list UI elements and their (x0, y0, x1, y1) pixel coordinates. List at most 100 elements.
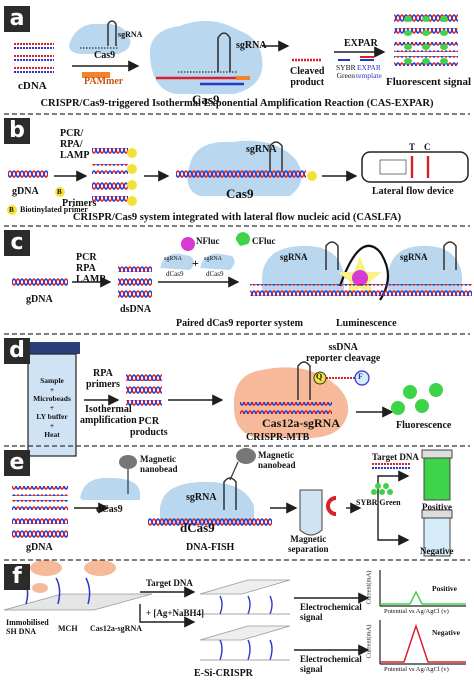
c-sgrna-right-label: sgRNA (204, 256, 223, 262)
e-sgrna-label: sgRNA (186, 492, 217, 503)
c-paired-label: Paired dCas9 reporter system (176, 318, 303, 329)
c-gdna-label: gDNA (26, 294, 53, 305)
positive-curve (380, 590, 466, 605)
d-isothermal-label: Isothermal amplification (80, 404, 137, 426)
panel-c (12, 232, 472, 301)
panel-e (12, 448, 453, 557)
e-nanobead-2-label: Magnetic nanobead (258, 450, 296, 470)
quencher-icon (313, 371, 327, 385)
a-sybr-green-label: SYBR Green (336, 63, 356, 80)
c-pcr-label: PCR RPA LAMP (76, 252, 106, 285)
a-sgrna-big-label: sgRNA (236, 40, 267, 51)
c-sgrna-left-label: sgRNA (164, 256, 183, 262)
arrow-f2 (139, 604, 196, 628)
panel-a (14, 14, 458, 94)
a-caption: CRISPR/Cas9-triggered Isothermal Exponen… (40, 98, 434, 109)
a-sgrna-small-label: sgRNA (118, 30, 143, 39)
a-pammer-label: PAMmer (84, 76, 124, 87)
cas9-small-shape (69, 23, 131, 54)
d-fluorescence-label: Fluorescence (396, 420, 452, 431)
fluorescent-dna-stack (394, 14, 458, 66)
nfluc-icon (181, 237, 195, 251)
cdna-strands-icon (14, 43, 54, 73)
d-pcr-products-label: PCR products (130, 416, 168, 438)
cas9-b-shape (187, 140, 302, 196)
c-dsdna-label: dsDNA (120, 304, 152, 315)
b-gdna-label: gDNA (12, 186, 39, 197)
e-magnetic-separation-label: Magnetic separation (288, 534, 329, 554)
b-sgrna-label: sgRNA (246, 144, 277, 155)
d-crispr-mtb-label: CRISPR-MTB (246, 432, 310, 443)
amplicons-b (92, 148, 137, 206)
panel-b (7, 140, 469, 215)
d-ssdna-label: ssDNA reporter cleavage (306, 342, 381, 364)
separation-tube (299, 489, 323, 536)
c-dcas9-right-label: dCas9 (206, 270, 224, 278)
panel-d (24, 342, 443, 457)
arrow-e-down (377, 508, 410, 546)
d-tube-text: Sample + Microbeads + LY buffer + Heat (33, 376, 71, 439)
c-luminescence-label: Luminescence (336, 318, 397, 329)
cas9-big-shape (149, 20, 263, 94)
d-f-label: F (358, 372, 363, 381)
electrode-surface-f (3, 593, 153, 611)
a-cleaved-product-label: Cleaved product (290, 66, 325, 88)
d-q-label: Q (316, 372, 323, 381)
dcas9-e-small (80, 477, 140, 500)
panel-letter-b: b (4, 118, 30, 144)
gdna-c-icon (12, 276, 68, 288)
e-gdna-label: gDNA (26, 542, 53, 553)
dcas9-e-big (159, 481, 254, 524)
f-electrochemical-1: Electrochemical signal (300, 602, 362, 622)
gdna-e-icon (12, 486, 68, 496)
dcas9-c-big-left (261, 245, 344, 292)
b-badge-primer: B (57, 188, 62, 196)
a-expar-template-label: EXPAR template (356, 63, 382, 80)
b-pcr-label: PCR/ RPA/ LAMP (60, 128, 90, 161)
electrode-top-f (199, 579, 291, 595)
positive-tube (423, 455, 451, 501)
cfluc-icon (235, 232, 250, 246)
panel-letter-c: c (4, 230, 30, 256)
f-current-top: Current(mA) (365, 570, 373, 605)
a-cas9-small-label: Cas9 (94, 50, 116, 61)
a-expar-label: EXPAR (344, 38, 378, 49)
dcas9-c-left (160, 253, 194, 270)
e-dcas9-small-label: dCas9 (96, 504, 123, 515)
d-rpa-primers-label: RPA primers (86, 368, 120, 390)
pammer-bar-icon (82, 72, 110, 78)
panel-letter-f: f (4, 564, 30, 590)
b-cas9-label: Cas9 (226, 186, 254, 201)
c-sgrna-big-right: sgRNA (400, 252, 428, 262)
negative-curve (380, 623, 466, 663)
b-caption: CRISPR/Cas9 system integrated with later… (72, 212, 402, 223)
f-cas12a-label: Cas12a-sgRNA (90, 624, 142, 633)
fluorophore-icon (354, 370, 370, 386)
f-positive-label: Positive (432, 584, 457, 593)
d-cas12a-label: Cas12a-sgRNA (262, 416, 340, 430)
dcas9-c-right (200, 253, 235, 270)
b-t-label: T (409, 142, 416, 152)
f-immobilised-label: Immobilised SH DNA (6, 618, 49, 636)
sample-tube-cap (24, 342, 80, 354)
sample-tube (27, 353, 77, 457)
f-potential-bottom: Potential vs Ag/AgCl (v) (384, 666, 449, 673)
f-esi-crispr-label: E-Si-CRISPR (194, 668, 253, 679)
f-target-dna-label: Target DNA (146, 578, 193, 588)
e-positive-label: Positive (422, 502, 452, 512)
arrow-e-up (377, 470, 410, 508)
c-sgrna-big-left: sgRNA (280, 252, 308, 262)
e-dna-fish-label: DNA-FISH (186, 542, 235, 553)
sgrna-big-hairpin (217, 32, 231, 72)
c-nfluc-label: NFluc (196, 236, 220, 246)
panel-f (3, 560, 466, 665)
panel-letter-d: d (4, 338, 30, 364)
f-ag-label: + [Ag+NaBH4] (146, 608, 205, 618)
b-c-label: C (424, 142, 431, 152)
a-fluorescent-signal-label: Fluorescent signal (386, 76, 472, 88)
a-cdna-label: cDNA (18, 80, 47, 92)
a-cas9-big-label: Cas9 (192, 92, 220, 107)
magnet-icon (326, 496, 337, 516)
e-sybr-green-label: SYBR Green (356, 498, 401, 507)
